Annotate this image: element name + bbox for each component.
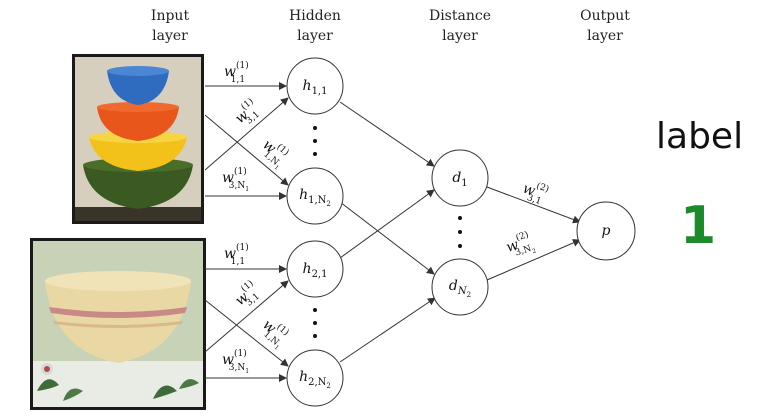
- node-h1N-sub: 1,N: [308, 195, 327, 206]
- node-h21-sub: 2,1: [312, 269, 328, 280]
- weight-label-w31-top: w(1)3,1: [230, 96, 265, 131]
- weight-label-w11-bottom: w(1)1,1: [224, 242, 249, 267]
- output-layer-header-line2: layer: [587, 28, 623, 44]
- weight-label-w2-31: w(2)3,1: [519, 177, 550, 208]
- label-value: 1: [680, 196, 717, 256]
- edge-dN-p: [486, 239, 581, 281]
- svg-text:h1,N2: h1,N2: [299, 187, 331, 208]
- hidden2-ellipsis: [313, 308, 317, 338]
- hidden-layer-header: Hidden layer: [280, 6, 350, 46]
- node-p: p: [576, 201, 636, 261]
- node-h1N-subsub: 2: [326, 200, 330, 208]
- cream-bowl-illustration: [33, 241, 203, 407]
- edge-in1b-h11: [204, 97, 289, 171]
- edge-in2a-h2N: [204, 299, 289, 367]
- input2-edges: [204, 265, 289, 382]
- input-layer-header: Input layer: [140, 6, 200, 46]
- stacked-colored-bowls-image: [72, 54, 204, 224]
- edge-h11-d1: [339, 101, 435, 167]
- node-h2N-main: h: [299, 369, 308, 385]
- node-d1: d1: [431, 149, 489, 207]
- input-layer-header-line1: Input: [150, 8, 190, 24]
- weight-label-w1N-top: w(1)1,N1: [255, 134, 293, 172]
- node-h1N: h1,N2: [286, 167, 344, 225]
- edge-d1-p: [486, 186, 581, 224]
- node-d1-main: d: [452, 170, 461, 186]
- node-h1N-main: h: [299, 187, 308, 203]
- output-layer-header-line1: Output: [580, 8, 630, 24]
- node-h2N-sub: 2,N: [308, 377, 327, 388]
- distance-layer-header-line1: Distance: [428, 8, 491, 24]
- node-dN-sub: N: [457, 286, 468, 297]
- node-h2N: h2,N2: [286, 349, 344, 407]
- node-dN: dN2: [431, 258, 489, 316]
- hidden-layer-header-line1: Hidden: [289, 8, 341, 24]
- edge-in1a-h1N: [204, 114, 289, 186]
- node-h21: h2,1: [286, 240, 344, 298]
- stacked-bowls-illustration: [75, 57, 201, 221]
- distance-output-edges: [486, 186, 581, 281]
- weight-label-w3N-top: w(1)3,N1: [222, 166, 249, 193]
- node-p-main: p: [602, 223, 611, 239]
- hidden-distance-edges: [339, 101, 436, 363]
- node-dN-main: d: [449, 278, 458, 294]
- edge-h1N-dN: [339, 201, 435, 275]
- label-text: label: [656, 116, 744, 157]
- weight-label-w1N-bottom: w(1)1,N1: [255, 314, 293, 352]
- striped-cream-bowl-image: [30, 238, 206, 410]
- node-d1-sub: 1: [461, 178, 467, 189]
- edge-h21-d1: [339, 189, 435, 259]
- svg-text:dN2: dN2: [449, 278, 471, 299]
- input1-edges: [204, 82, 289, 200]
- svg-text:d1: d1: [452, 170, 467, 189]
- weight-label-w3N-bottom: w(1)3,N1: [222, 348, 249, 375]
- distance-layer-header: Distance layer: [418, 6, 502, 46]
- svg-text:h1,1: h1,1: [303, 78, 328, 97]
- svg-text:h2,N2: h2,N2: [299, 369, 331, 390]
- hidden1-ellipsis: [313, 126, 317, 156]
- distance-layer-header-line2: layer: [442, 28, 478, 44]
- edge-in2b-h21: [204, 280, 289, 353]
- node-h11-main: h: [303, 78, 312, 94]
- input-layer-header-line2: layer: [152, 28, 188, 44]
- node-h11: h1,1: [286, 57, 344, 115]
- weight-label-w31-bottom: w(1)3,1: [230, 278, 265, 313]
- node-h11-sub: 1,1: [312, 86, 328, 97]
- svg-text:h2,1: h2,1: [303, 261, 328, 280]
- hidden-layer-header-line2: layer: [297, 28, 333, 44]
- node-h21-main: h: [303, 261, 312, 277]
- output-layer-header: Output layer: [570, 6, 640, 46]
- weight-label-w11-top: w(1)1,1: [224, 60, 249, 85]
- edge-h2N-dN: [339, 297, 436, 363]
- distance-ellipsis: [458, 216, 462, 248]
- node-dN-subsub: 2: [467, 291, 471, 299]
- weight-label-w2-3N: w(2)3,N2: [503, 228, 537, 262]
- node-h2N-subsub: 2: [326, 382, 330, 390]
